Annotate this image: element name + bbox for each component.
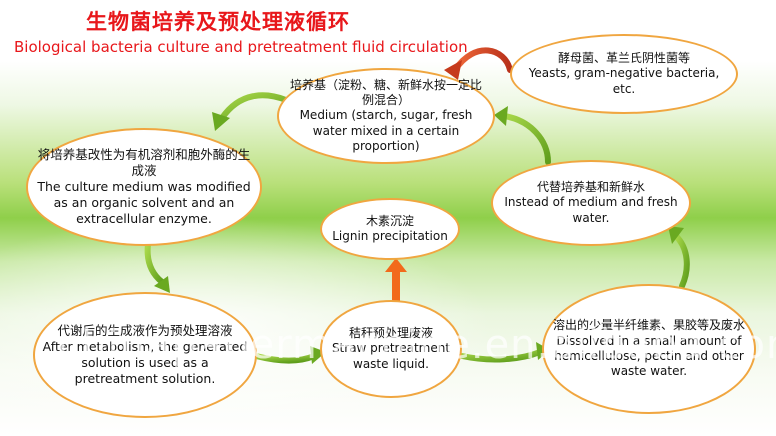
node-medium-cn: 培养基（淀粉、糖、新鲜水按一定比例混合）	[289, 77, 482, 107]
node-straw-cn: 秸秆预处理废液	[348, 325, 433, 340]
node-medium-en: Medium (starch, sugar, fresh water mixed…	[299, 108, 473, 154]
node-after-en: After metabolism, the generated solution…	[42, 339, 248, 386]
node-after: 代谢后的生成液作为预处理溶液 After metabolism, the gen…	[33, 292, 257, 418]
node-lignin-en: Lignin precipitation	[332, 229, 448, 243]
node-yeasts-cn: 酵母菌、革兰氏阴性菌等	[557, 50, 690, 65]
node-straw: 秸秆预处理废液 Straw pretreatment waste liquid.	[320, 300, 462, 398]
node-medium: 培养基（淀粉、糖、新鲜水按一定比例混合） Medium (starch, sug…	[277, 68, 495, 164]
node-instead-en: Instead of medium and fresh water.	[504, 195, 678, 225]
arrow-straw-to-lignin	[385, 258, 407, 302]
node-dissolved: 溶出的少量半纤维素、果胶等及废水 Dissolved in a small am…	[542, 284, 756, 414]
node-yeasts-en: Yeasts, gram-negative bacteria, etc.	[528, 66, 720, 96]
node-dissolved-en: Dissolved in a small amount of hemicellu…	[554, 333, 744, 379]
node-straw-en: Straw pretreatment waste liquid.	[331, 341, 451, 371]
node-after-cn: 代谢后的生成液作为预处理溶液	[57, 323, 233, 338]
node-lignin: 木素沉淀 Lignin precipitation	[320, 198, 460, 260]
node-modified: 将培养基改性为有机溶剂和胞外酶的生成液 The culture medium w…	[26, 128, 262, 246]
node-instead-cn: 代替培养基和新鲜水	[536, 179, 645, 194]
node-dissolved-cn: 溶出的少量半纤维素、果胶等及废水	[552, 318, 745, 333]
node-modified-cn: 将培养基改性为有机溶剂和胞外酶的生成液	[37, 147, 251, 178]
node-modified-en: The culture medium was modified as an or…	[37, 179, 251, 226]
title-chinese: 生物菌培养及预处理液循环	[86, 10, 350, 34]
node-instead: 代替培养基和新鲜水 Instead of medium and fresh wa…	[491, 160, 691, 246]
watermark: chinapapermachine.en.alibaba.com	[58, 322, 776, 368]
title-english: Biological bacteria culture and pretreat…	[14, 38, 468, 56]
node-lignin-cn: 木素沉淀	[365, 213, 414, 228]
node-yeasts: 酵母菌、革兰氏阴性菌等 Yeasts, gram-negative bacter…	[510, 34, 738, 114]
